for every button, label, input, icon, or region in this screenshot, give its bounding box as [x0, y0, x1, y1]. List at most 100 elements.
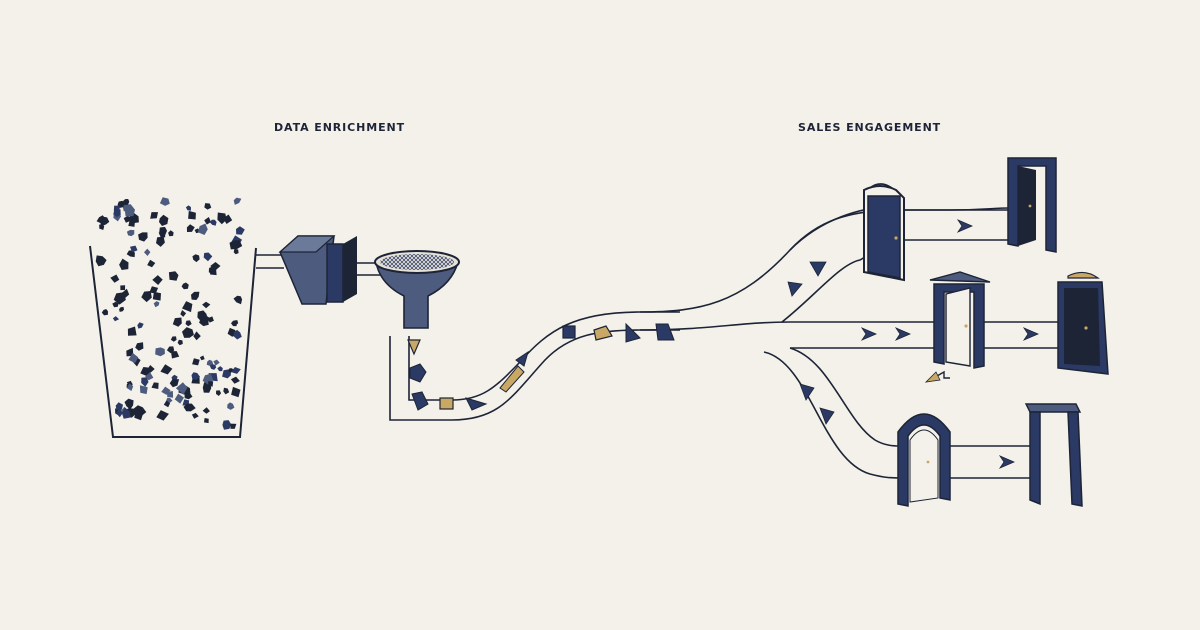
data-particle	[199, 355, 205, 361]
data-particle	[177, 339, 183, 346]
data-particle	[203, 252, 213, 262]
data-bin-icon	[89, 197, 284, 438]
data-particle	[208, 265, 216, 275]
data-particle	[159, 197, 170, 206]
data-particle	[222, 369, 231, 379]
data-particle	[180, 310, 187, 317]
data-particle	[126, 347, 134, 357]
data-particle	[150, 212, 158, 219]
processor-block-icon	[278, 235, 384, 305]
data-particles	[95, 197, 245, 430]
data-particle	[128, 352, 139, 364]
data-particle	[223, 387, 230, 395]
data-particle	[181, 282, 189, 290]
data-particle	[116, 408, 124, 418]
data-particle	[208, 381, 214, 387]
data-particle	[149, 286, 159, 294]
data-particle	[159, 214, 169, 226]
data-particle	[231, 320, 237, 327]
data-particle	[145, 372, 154, 381]
door-icon	[1057, 271, 1109, 375]
data-particle	[113, 209, 121, 218]
data-particle	[122, 199, 130, 206]
data-particle	[209, 219, 217, 226]
data-particle	[192, 358, 200, 366]
data-particle	[186, 224, 195, 232]
data-particle	[216, 390, 222, 396]
data-particle	[169, 379, 180, 388]
data-particle	[152, 275, 163, 285]
data-particle	[137, 322, 144, 329]
data-particle	[209, 364, 217, 370]
data-particle	[230, 367, 241, 374]
data-particle	[233, 197, 242, 205]
data-particle	[213, 359, 220, 366]
data-particle	[120, 285, 126, 291]
data-particle	[210, 262, 221, 271]
data-particle	[202, 407, 210, 414]
data-particle	[168, 230, 174, 237]
data-particle	[112, 316, 120, 322]
data-particle	[126, 229, 135, 237]
data-particle	[201, 314, 210, 324]
data-particle	[168, 271, 179, 281]
data-particle	[163, 400, 171, 408]
data-particle	[101, 309, 108, 316]
data-particle	[191, 412, 199, 419]
data-particle	[121, 288, 130, 299]
data-particle	[119, 306, 124, 312]
data-particle	[183, 403, 196, 412]
data-particle	[223, 214, 233, 224]
data-particle	[141, 377, 149, 387]
data-particle	[233, 248, 239, 255]
data-particle	[204, 203, 212, 210]
sieve-funnel-icon	[374, 250, 460, 329]
data-particle	[144, 248, 151, 256]
data-particle	[166, 346, 175, 354]
data-particle	[156, 236, 165, 247]
data-particle	[161, 386, 171, 395]
data-particle	[135, 342, 144, 351]
data-particle	[175, 382, 188, 395]
data-particle	[204, 217, 211, 225]
data-particle	[204, 418, 209, 424]
data-enrichment-label: DATA ENRICHMENT	[274, 121, 406, 134]
data-particle	[233, 295, 243, 305]
data-particle	[121, 407, 131, 419]
data-particle	[227, 402, 235, 410]
data-particle	[231, 386, 241, 398]
data-particle	[188, 210, 196, 220]
data-particle	[229, 240, 243, 250]
data-particle	[202, 301, 211, 309]
data-particle	[130, 245, 138, 253]
data-particle	[197, 223, 208, 235]
data-particle	[236, 226, 245, 235]
data-particle	[206, 359, 214, 366]
data-particle	[128, 219, 135, 227]
data-particle	[152, 291, 161, 301]
data-particle	[185, 205, 191, 211]
data-particle	[139, 385, 148, 395]
data-particle	[153, 301, 160, 308]
data-particle	[124, 204, 135, 217]
door-icon	[1007, 157, 1057, 253]
data-items-on-path	[407, 322, 675, 411]
door-icon	[863, 183, 905, 282]
data-particle	[123, 215, 132, 223]
data-particle	[172, 317, 182, 327]
door-icon	[1024, 403, 1083, 507]
data-particle	[182, 301, 193, 313]
data-particle	[174, 393, 184, 404]
data-particle	[192, 254, 200, 263]
data-particle	[115, 402, 123, 411]
sales-engagement-label: SALES ENGAGEMENT	[798, 121, 942, 134]
data-particle	[191, 372, 200, 380]
data-particle	[96, 215, 106, 224]
data-particle	[126, 383, 134, 391]
data-particle	[170, 336, 177, 342]
direction-arrow-icon	[787, 219, 1040, 469]
data-particle	[113, 292, 126, 305]
data-particle	[217, 212, 227, 225]
